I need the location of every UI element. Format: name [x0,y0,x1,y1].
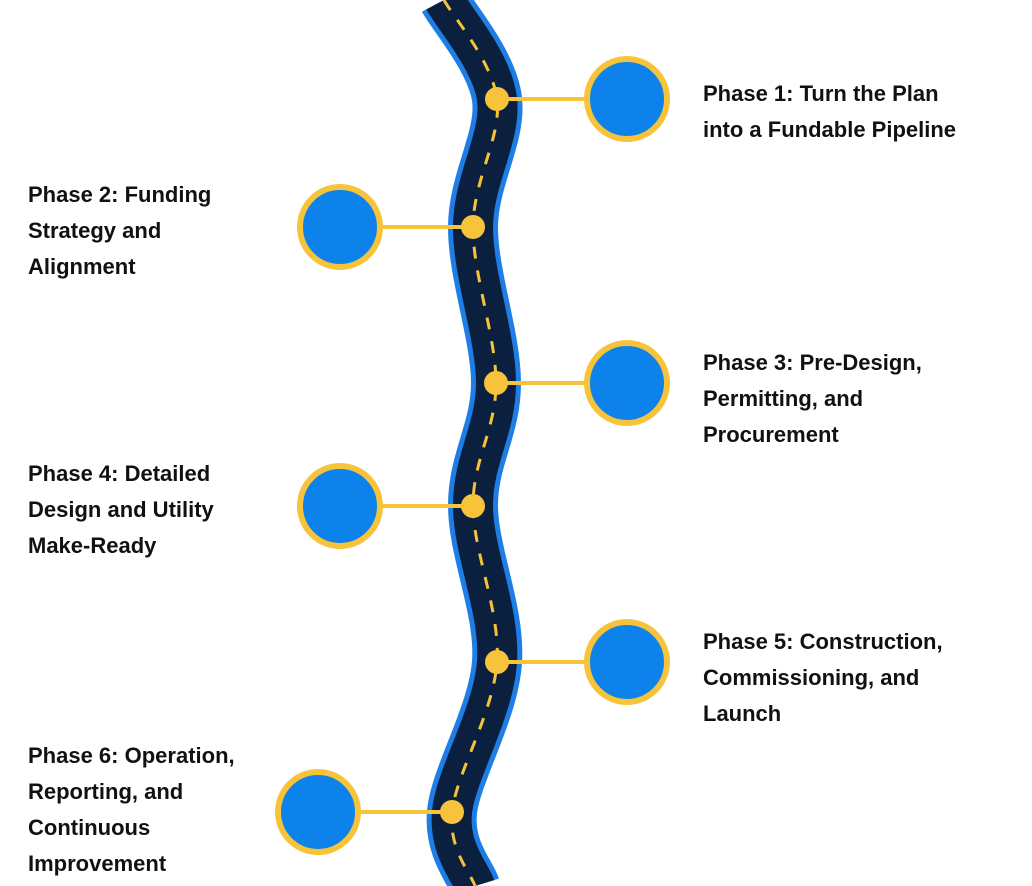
road-center-dashes [442,0,500,886]
milestone-phase-2 [297,184,485,270]
phase-3-label: Phase 3: Pre-Design, Permitting, and Pro… [703,350,922,447]
road-milestone-dot [461,494,485,518]
road-milestone-dot [484,371,508,395]
road-milestone-dot [485,650,509,674]
milestone-phase-4 [297,463,485,549]
milestone-phase-3 [484,340,670,426]
road-milestone-dot [485,87,509,111]
milestone-phase-1 [485,56,670,142]
milestone-phase-6 [275,769,464,855]
phase-4-label: Phase 4: Detailed Design and Utility Mak… [28,461,214,558]
road-milestone-dot [440,800,464,824]
phase-circle-icon [297,463,383,549]
phase-2-label: Phase 2: Funding Strategy and Alignment [28,182,212,279]
phase-circle-icon [584,56,670,142]
phase-circle-icon [275,769,361,855]
phase-circle-icon [584,340,670,426]
road [421,0,523,886]
milestone-phase-5 [485,619,670,705]
phase-circle-icon [297,184,383,270]
phase-1-label: Phase 1: Turn the Plan into a Fundable P… [703,81,957,142]
phase-5-label: Phase 5: Construction, Commissioning, an… [703,629,943,726]
phase-circle-icon [584,619,670,705]
phase-6-label: Phase 6: Operation, Reporting, and Conti… [28,743,235,876]
road-milestone-dot [461,215,485,239]
